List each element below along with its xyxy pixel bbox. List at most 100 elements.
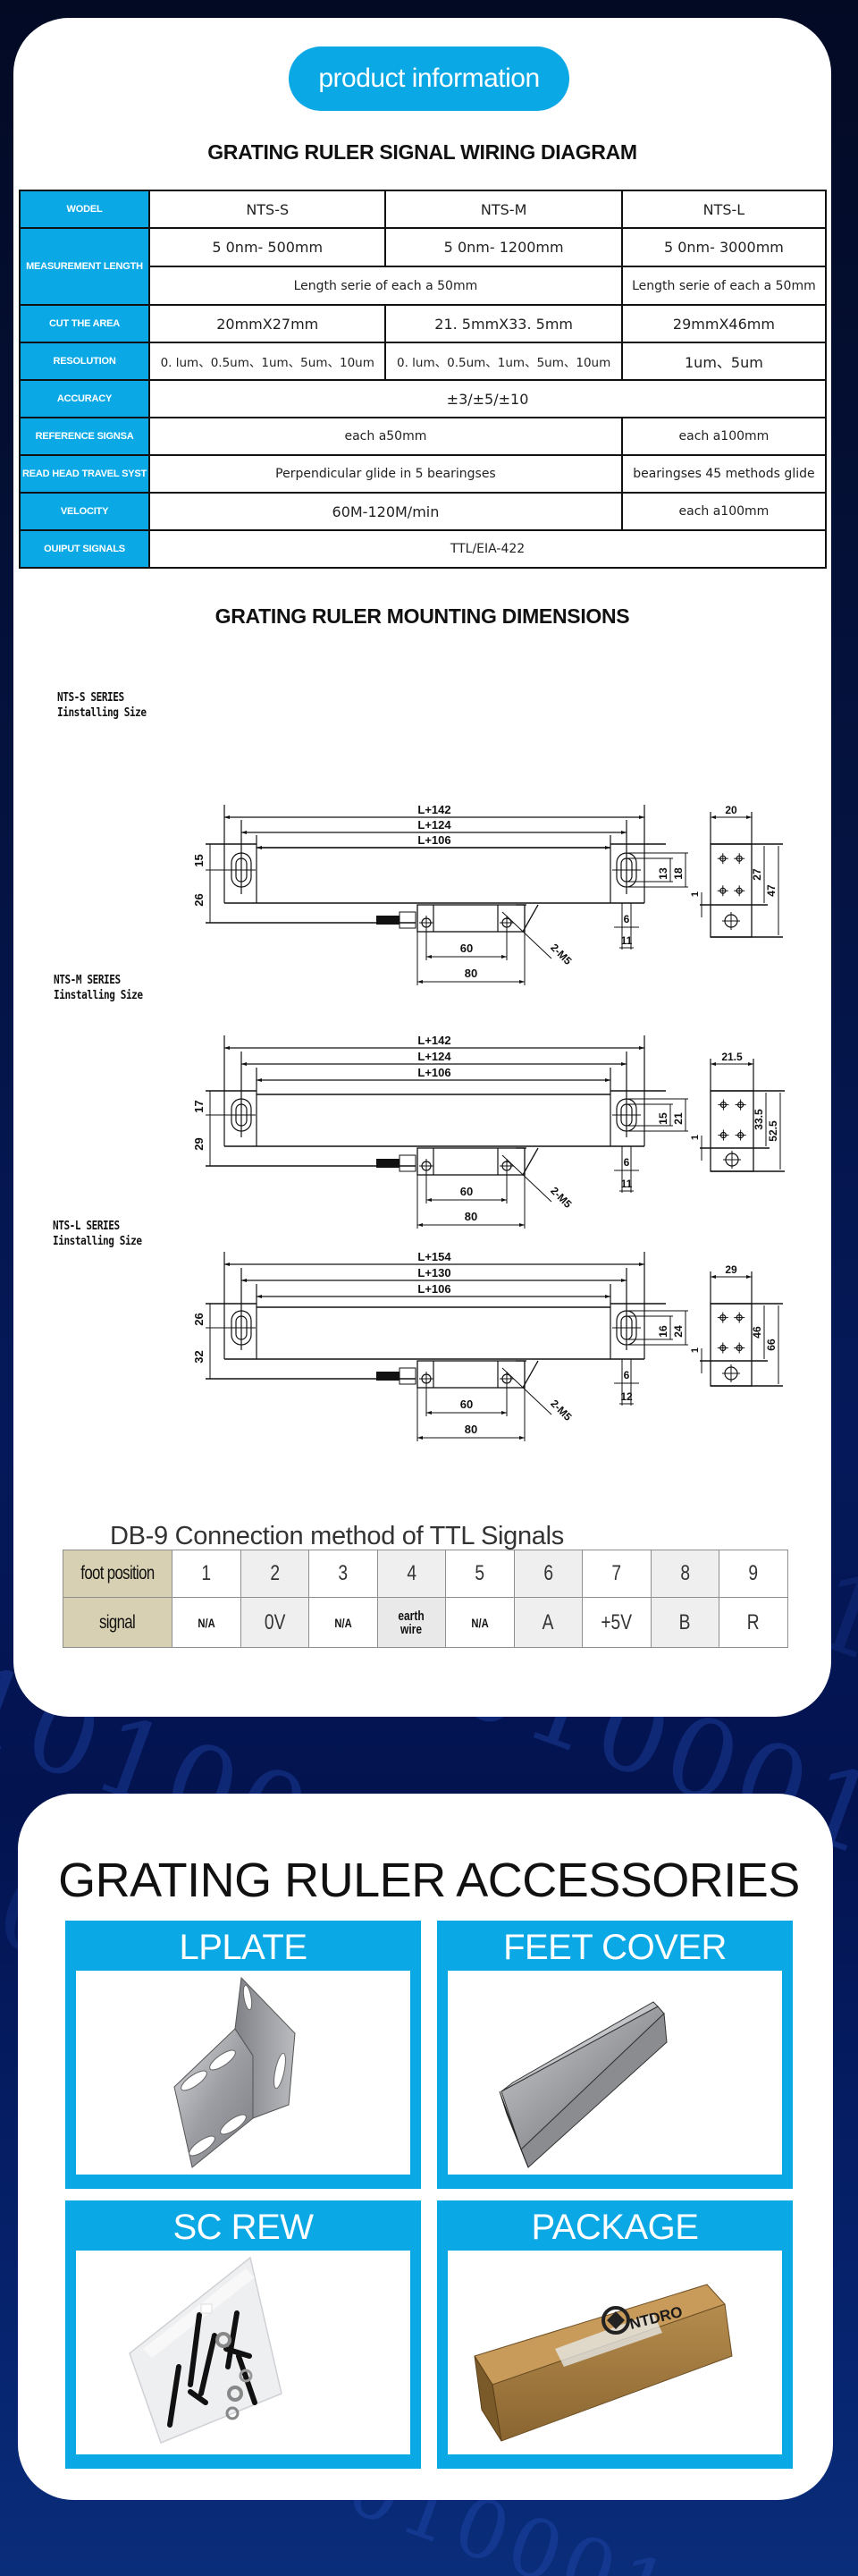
series-sub: Iinstalling Size <box>57 706 147 720</box>
row-label-output: OUIPUT SIGNALS <box>18 529 151 569</box>
drawing-line <box>501 911 552 959</box>
table-row: WODEL NTS-S NTS-M NTS-L <box>18 190 828 229</box>
pin-9: 9 <box>719 1550 788 1598</box>
length-series-sm: Length serie of each a 50mm <box>148 266 623 306</box>
dimension-left-top: 26 <box>192 1313 206 1325</box>
dimension-head-a: 60 <box>460 1398 473 1411</box>
table-row: REFERENCE SIGNSA each a50mm each a100mm <box>18 417 828 456</box>
cable-gland <box>399 1154 416 1172</box>
row-label-travel: READ HEAD TRAVEL SYST <box>18 454 151 494</box>
pin-text: 7 <box>611 1561 622 1585</box>
dimension-side-width: 20 <box>725 804 737 816</box>
row-label-resolution: RESOLUTION <box>18 342 151 381</box>
dimension-mid: L+124 <box>417 1050 451 1063</box>
row-label-reference: REFERENCE SIGNSA <box>18 417 151 456</box>
arrow-head <box>257 1078 262 1082</box>
dimension-left-top: 15 <box>192 854 206 866</box>
drawing-line <box>522 904 539 933</box>
output-value: TTL/EIA-422 <box>148 529 827 569</box>
arrow-head <box>711 1062 716 1066</box>
dimension-side-h1: 27 <box>751 868 763 881</box>
arrow-head <box>501 1198 507 1202</box>
resolution-m: 0. lum、0.5um、1um、5um、10um <box>384 342 623 381</box>
signal-3: N/A <box>308 1597 378 1648</box>
reference-l: each a100mm <box>620 417 828 456</box>
table-row: READ HEAD TRAVEL SYST Perpendicular glid… <box>18 454 828 494</box>
cable <box>376 1159 400 1168</box>
dimension-foot-b: 11 <box>621 934 633 947</box>
measurement-length-m: 5 0nm- 1200mm <box>384 227 623 267</box>
dimension-side-h2: 47 <box>765 884 778 897</box>
dimension-gap: 1 <box>690 891 701 897</box>
arrow-head <box>639 815 644 819</box>
signal-text: A <box>542 1609 554 1634</box>
arrow-head <box>417 1223 423 1227</box>
arrow-head <box>501 955 507 959</box>
signal-9: R <box>719 1597 788 1648</box>
row-label-model: WODEL <box>18 190 151 229</box>
accessory-lplate: LPLATE <box>65 1921 421 2189</box>
drawing-line <box>522 1360 539 1389</box>
arrow-head <box>257 1295 262 1298</box>
label-text: signal <box>99 1611 136 1633</box>
dimension-left-top: 17 <box>192 1100 206 1112</box>
arrow-head <box>501 1411 507 1415</box>
pin-text: 9 <box>748 1561 759 1585</box>
accessory-label: FEET COVER <box>503 1928 727 1967</box>
pin-8: 8 <box>650 1550 719 1598</box>
dimension-inner: L+106 <box>417 1066 450 1079</box>
measurement-length-l: 5 0nm- 3000mm <box>620 227 828 267</box>
drawing-line <box>501 1154 552 1203</box>
pin-6: 6 <box>513 1550 583 1598</box>
signal-text: N/A <box>471 1615 489 1630</box>
dimension-side-h2: 66 <box>765 1339 778 1351</box>
l-plate-bracket-icon <box>76 1971 410 2175</box>
dimension-foot-b: 11 <box>621 1178 633 1190</box>
cable-gland <box>399 1367 416 1385</box>
screw-bag-icon <box>76 2251 410 2454</box>
drawing-line <box>522 1147 539 1176</box>
dimension-inner: L+106 <box>417 1282 450 1296</box>
travel-sm: Perpendicular glide in 5 bearingses <box>148 454 623 494</box>
resolution-l: 1um、5um <box>620 342 828 381</box>
arrow-head <box>224 1046 230 1050</box>
accessory-label: SC REW <box>172 2208 315 2247</box>
label-text: foot position <box>80 1563 155 1584</box>
dimension-left-bottom: 29 <box>192 1137 206 1150</box>
pin-2: 2 <box>240 1550 309 1598</box>
dimension-gap: 1 <box>690 1135 701 1140</box>
mounting-dimensions-title: GRATING RULER MOUNTING DIMENSIONS <box>214 604 630 628</box>
signal-text: N/A <box>198 1615 215 1630</box>
cable <box>376 916 400 925</box>
reference-sm: each a50mm <box>148 417 623 456</box>
spec-table: WODEL NTS-S NTS-M NTS-L MEASUREMENT LENG… <box>18 190 828 569</box>
signal-text: +5V <box>601 1609 633 1634</box>
arrow-head <box>224 1263 230 1266</box>
signal-8: B <box>650 1597 719 1648</box>
cable <box>376 1372 400 1381</box>
dimension-side-width: 29 <box>725 1263 737 1276</box>
pin-7: 7 <box>582 1550 652 1598</box>
dimension-mid: L+124 <box>417 818 451 832</box>
table-row: RESOLUTION 0. lum、0.5um、1um、5um、10um 0. … <box>18 342 828 381</box>
dimension-side-h1: 46 <box>751 1326 763 1339</box>
package-box-icon: NTDRO <box>448 2251 782 2454</box>
arrow-head <box>621 1062 627 1066</box>
signal-text: N/A <box>334 1615 352 1630</box>
pin-text: 3 <box>338 1561 349 1585</box>
dimension-head-b: 80 <box>465 1210 477 1223</box>
travel-l: bearingses 45 methods glide <box>620 454 828 494</box>
accessories-title: GRATING RULER ACCESSORIES <box>58 1854 800 1907</box>
arrow-head <box>426 1198 432 1202</box>
row-label-measurement-length: MEASUREMENT LENGTH <box>18 227 151 306</box>
signal-2: 0V <box>240 1597 309 1648</box>
pin-text: 2 <box>269 1561 280 1585</box>
pin-4: 4 <box>376 1550 446 1598</box>
signal-text: earth wire <box>398 1608 425 1637</box>
signal-4: earth wire <box>376 1597 446 1648</box>
row-label-cut-area: CUT THE AREA <box>18 304 151 343</box>
arrow-head <box>621 831 627 834</box>
drawing-line <box>501 1367 552 1415</box>
series-label-s: NTS-S SERIES Iinstalling Size <box>57 690 147 721</box>
pin-3: 3 <box>308 1550 378 1598</box>
